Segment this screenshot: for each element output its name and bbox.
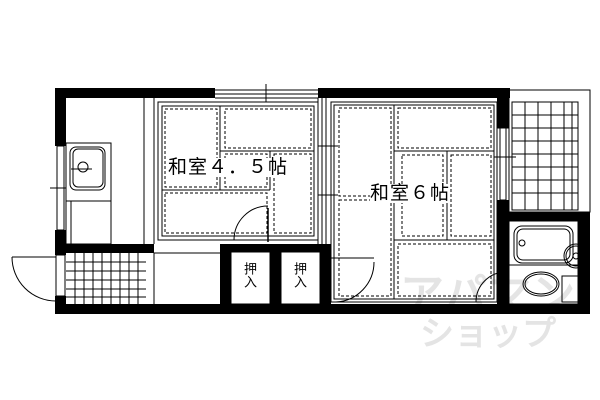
entrance-tile [66,252,220,304]
kitchen-sink [65,98,155,245]
watermark-line2: ショップ [420,314,556,354]
unit-bath [475,220,589,305]
window-left [50,145,66,231]
tatami-6 [330,101,516,303]
balcony [508,89,591,213]
closet-label-1: 押入 [241,262,256,288]
closets [230,251,321,305]
entrance-door [11,254,66,302]
exterior-walls [55,88,590,314]
window-top [215,84,318,102]
tatami-4-5 [157,98,338,244]
room-label-washitsu-6: 和室６帖 [370,182,451,204]
closet-label-2: 押入 [291,262,306,288]
room-label-washitsu-4-5: 和室４．５帖 [168,156,289,178]
